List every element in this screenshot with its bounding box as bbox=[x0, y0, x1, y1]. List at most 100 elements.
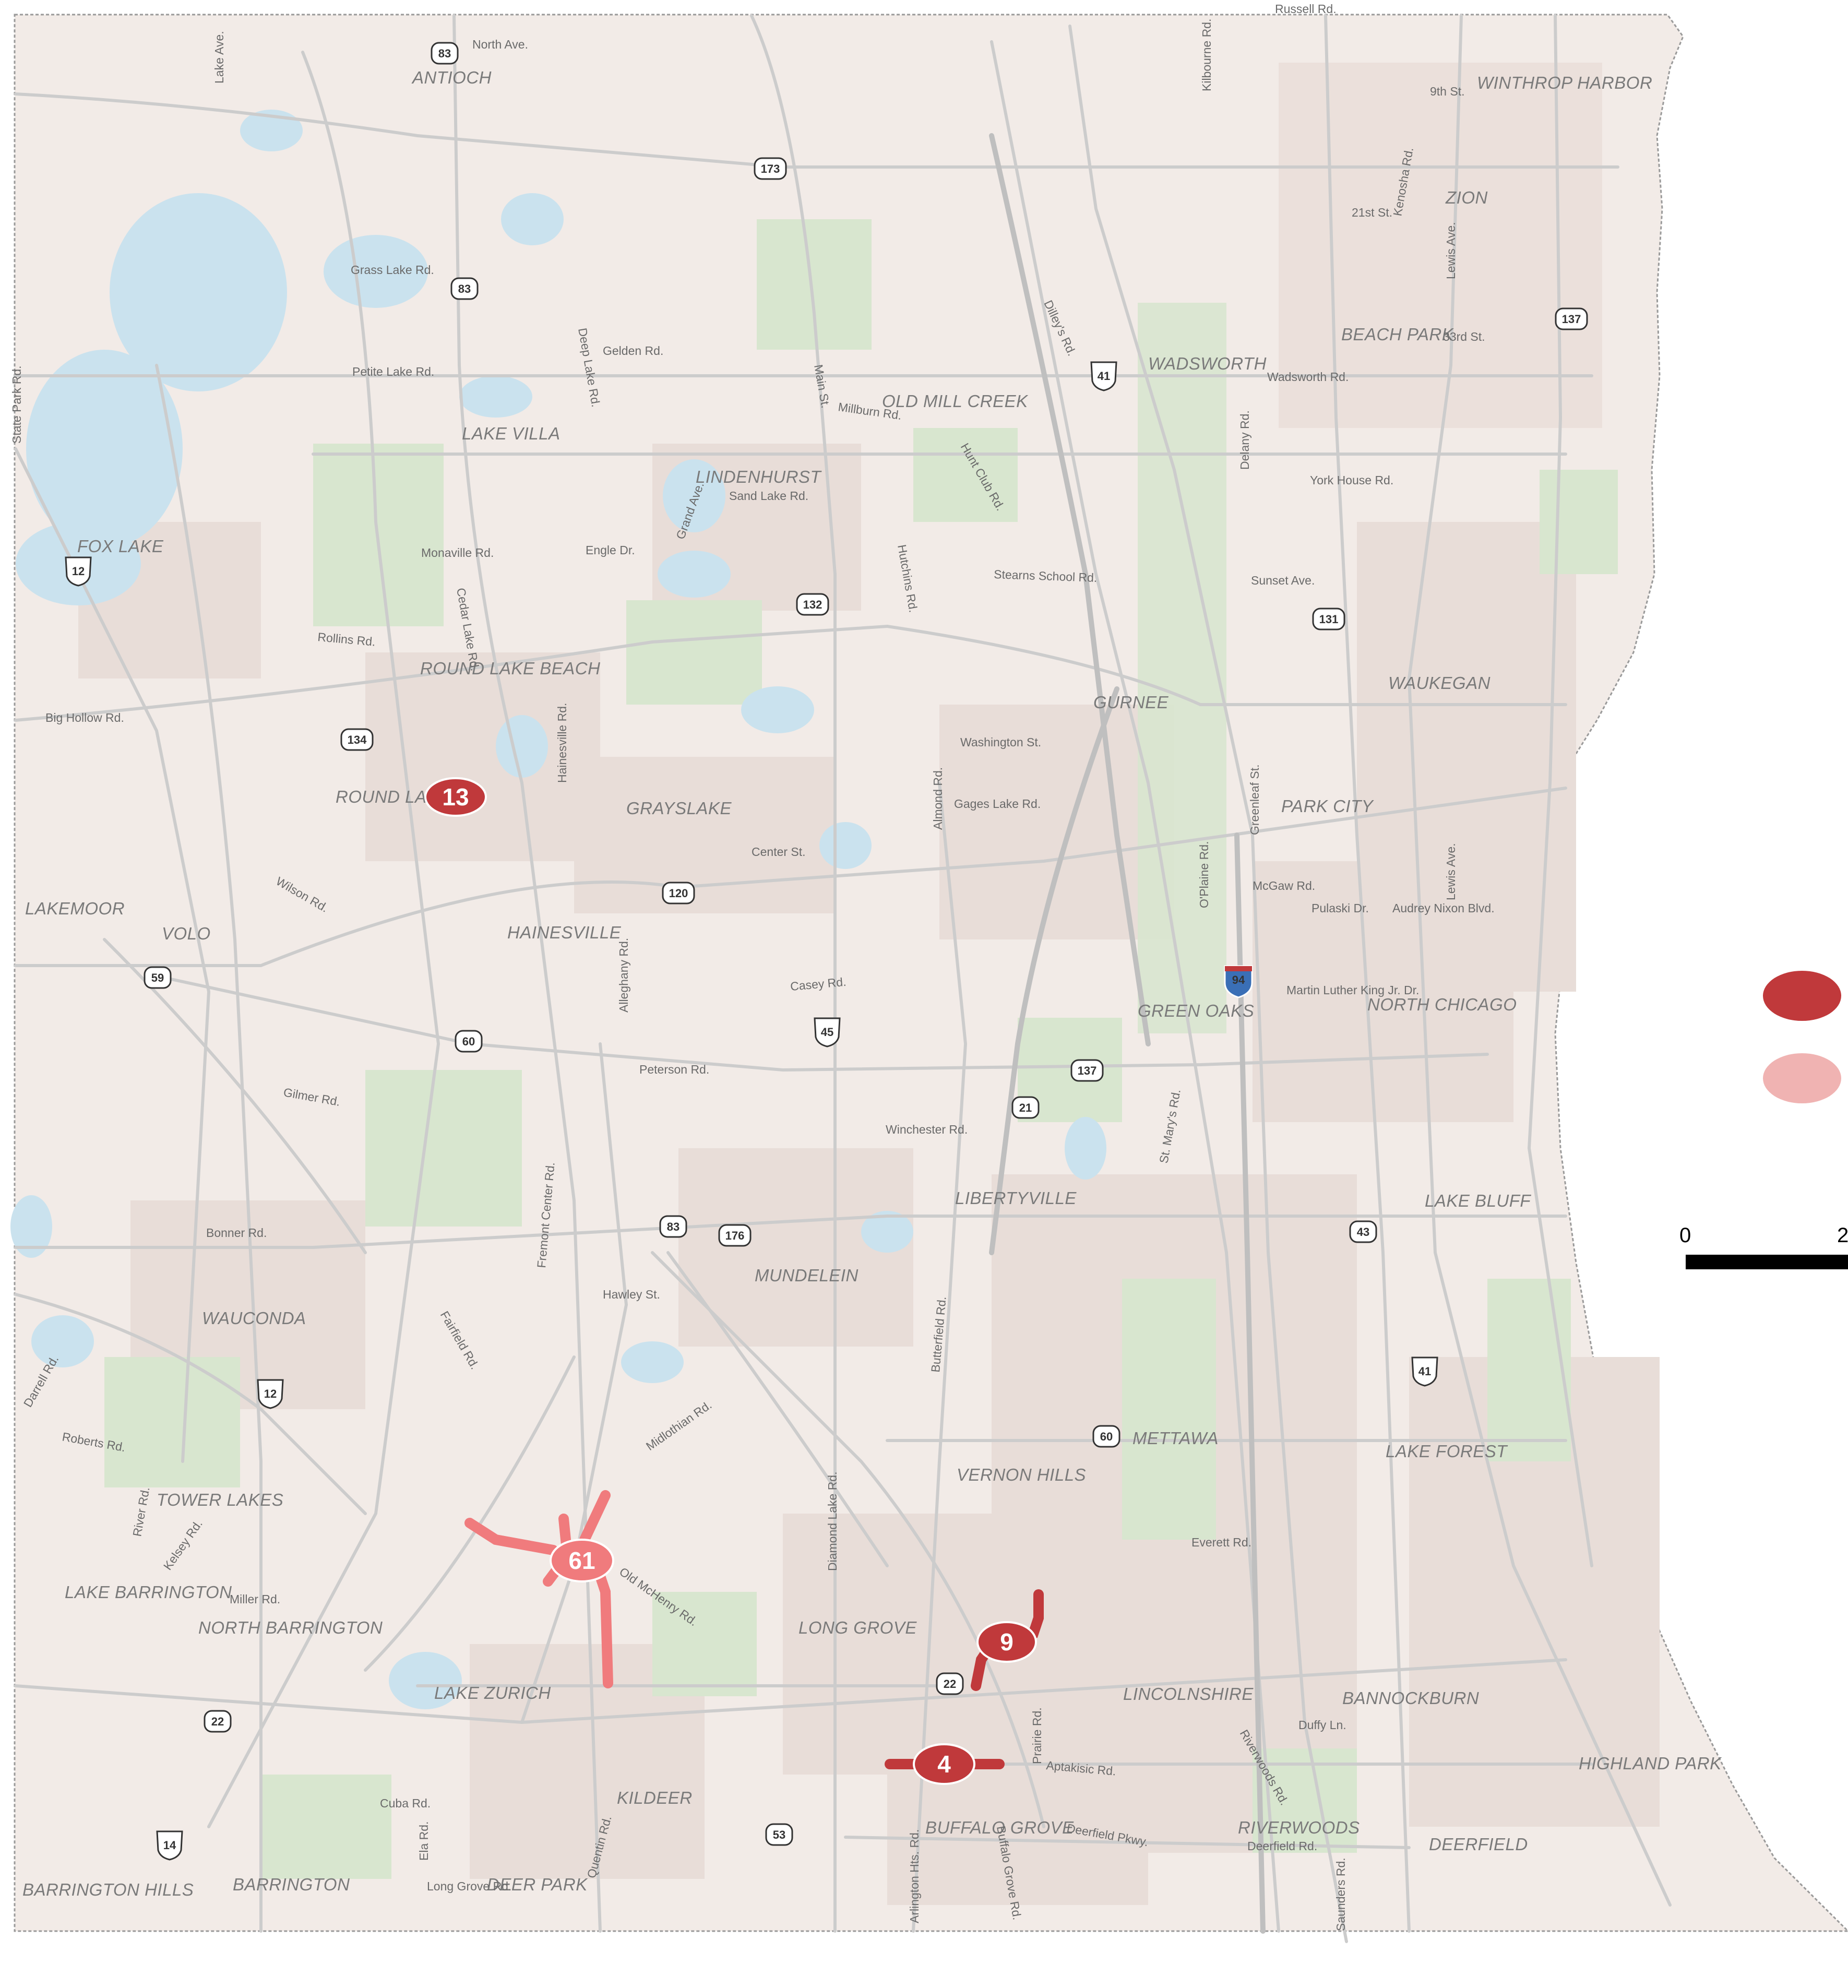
city-grayslake: GRAYSLAKE bbox=[626, 799, 732, 818]
shield-59: 59 bbox=[144, 966, 172, 989]
shield-label: 83 bbox=[458, 282, 471, 295]
segment-61-ne bbox=[579, 1490, 611, 1545]
shield-label: 53 bbox=[773, 1828, 785, 1841]
road-o-plaine-rd: O'Plaine Rd. bbox=[1197, 841, 1211, 908]
shield-label: 12 bbox=[264, 1387, 277, 1400]
road-delany-rd: Delany Rd. bbox=[1238, 410, 1251, 470]
shield-12a: 12 bbox=[65, 556, 92, 587]
marker-13[interactable]: 13 bbox=[424, 777, 487, 817]
shield-label: 173 bbox=[761, 162, 780, 175]
road-mcgaw-rd: McGaw Rd. bbox=[1253, 879, 1315, 892]
city-waukegan: WAUKEGAN bbox=[1388, 673, 1491, 693]
road-state-park-rd: State Park Rd. bbox=[10, 365, 23, 444]
shield-label: 83 bbox=[438, 47, 451, 60]
shield-label: 120 bbox=[669, 887, 688, 900]
road-deerfield-rd: Deerfield Rd. bbox=[1247, 1839, 1317, 1853]
shield-label: 176 bbox=[725, 1229, 745, 1242]
shield-label: 22 bbox=[944, 1677, 956, 1691]
shield-53: 53 bbox=[765, 1823, 793, 1846]
shield-label: 137 bbox=[1562, 313, 1581, 326]
road-network bbox=[14, 14, 1672, 1943]
shield-83b: 83 bbox=[450, 277, 479, 300]
road-winchester-rd: Winchester Rd. bbox=[886, 1123, 968, 1136]
road-big-hollow-rd: Big Hollow Rd. bbox=[45, 711, 124, 724]
road-monaville-rd: Monaville Rd. bbox=[421, 546, 494, 560]
city-long-grove: LONG GROVE bbox=[798, 1618, 917, 1637]
road-everett-rd: Everett Rd. bbox=[1191, 1535, 1251, 1549]
road-diamond-lake-rd: Diamond Lake Rd. bbox=[826, 1472, 839, 1572]
marker-61[interactable]: 61 bbox=[550, 1539, 614, 1582]
city-green-oaks: GREEN OAKS bbox=[1138, 1001, 1254, 1020]
city-barrington-hills: BARRINGTON HILLS bbox=[22, 1880, 194, 1899]
shield-176: 176 bbox=[718, 1224, 752, 1247]
svg-text:61: 61 bbox=[568, 1547, 595, 1574]
shield-label: 21 bbox=[1019, 1101, 1032, 1114]
shield-60a: 60 bbox=[455, 1030, 483, 1053]
road-miller-rd: Miller Rd. bbox=[230, 1592, 280, 1606]
city-riverwoods: RIVERWOODS bbox=[1238, 1818, 1360, 1837]
shield-label: 60 bbox=[1100, 1430, 1113, 1443]
road-arlington-hts-rd: Arlington Hts. Rd. bbox=[908, 1829, 921, 1923]
city-north-chicago: NORTH CHICAGO bbox=[1367, 995, 1517, 1014]
road-cuba-rd: Cuba Rd. bbox=[380, 1796, 431, 1810]
city-round-lake-beach: ROUND LAKE BEACH bbox=[420, 659, 600, 678]
shield-label: 137 bbox=[1078, 1064, 1097, 1077]
segment-61-sw bbox=[543, 1566, 561, 1587]
city-labels: ANTIOCH WINTHROP HARBOR ZION BEACH PARK … bbox=[22, 68, 1722, 1899]
city-wauconda: WAUCONDA bbox=[202, 1308, 306, 1328]
city-bannockburn: BANNOCKBURN bbox=[1342, 1688, 1479, 1708]
shield-132: 132 bbox=[796, 593, 829, 616]
road-9th-st: 9th St. bbox=[1430, 85, 1464, 98]
city-antioch: ANTIOCH bbox=[411, 68, 492, 87]
city-old-mill-creek: OLD MILL CREEK bbox=[882, 391, 1029, 411]
marker-9[interactable]: 9 bbox=[976, 1621, 1037, 1663]
city-mettawa: METTAWA bbox=[1132, 1428, 1219, 1448]
road-33rd-st: 33rd St. bbox=[1443, 330, 1485, 343]
city-lake-forest: LAKE FOREST bbox=[1386, 1442, 1508, 1461]
road-ela-rd: Ela Rd. bbox=[417, 1822, 431, 1861]
shield-label: 41 bbox=[1418, 1365, 1431, 1378]
shield-41a: 41 bbox=[1090, 361, 1117, 391]
scale-label-end: 2 bbox=[1837, 1224, 1848, 1247]
scale-bar-line bbox=[1686, 1255, 1848, 1269]
shield-12b: 12 bbox=[257, 1379, 284, 1409]
road-alleghany-rd: Alleghany Rd. bbox=[617, 938, 630, 1013]
shield-41b: 41 bbox=[1411, 1356, 1438, 1387]
shield-label: 59 bbox=[151, 971, 164, 984]
road-audrey-nixon-blvd: Audrey Nixon Blvd. bbox=[1392, 901, 1495, 915]
shield-43: 43 bbox=[1349, 1220, 1377, 1243]
road-saunders-rd: Saunders Rd. bbox=[1334, 1858, 1348, 1931]
city-wadsworth: WADSWORTH bbox=[1148, 354, 1267, 373]
shield-label: 45 bbox=[821, 1026, 833, 1039]
city-volo: VOLO bbox=[162, 924, 211, 943]
city-lake-barrington: LAKE BARRINGTON bbox=[65, 1582, 232, 1602]
road-gelden-rd: Gelden Rd. bbox=[603, 344, 663, 358]
road-peterson-rd: Peterson Rd. bbox=[639, 1063, 709, 1076]
city-winthrop-harbor: WINTHROP HARBOR bbox=[1477, 73, 1652, 92]
city-highland-park: HIGHLAND PARK bbox=[1579, 1754, 1722, 1773]
city-lake-villa: LAKE VILLA bbox=[462, 424, 560, 443]
shield-21: 21 bbox=[1011, 1096, 1040, 1119]
shield-label: 43 bbox=[1357, 1225, 1369, 1239]
road-pulaski-dr: Pulaski Dr. bbox=[1312, 901, 1369, 915]
road-greenleaf-st: Greenleaf St. bbox=[1248, 764, 1261, 835]
city-deerfield: DEERFIELD bbox=[1429, 1835, 1528, 1854]
city-buffalo-grove: BUFFALO GROVE bbox=[925, 1818, 1074, 1837]
marker-4[interactable]: 4 bbox=[913, 1743, 975, 1785]
city-libertyville: LIBERTYVILLE bbox=[955, 1188, 1077, 1208]
road-wadsworth-rd: Wadsworth Rd. bbox=[1267, 370, 1349, 384]
urban-areas bbox=[78, 63, 1660, 1905]
shield-94: 94 bbox=[1224, 965, 1253, 998]
shield-label: 12 bbox=[72, 565, 85, 578]
shield-label: 131 bbox=[1319, 613, 1339, 626]
shield-label: 83 bbox=[667, 1220, 679, 1233]
road-gages-lake-rd: Gages Lake Rd. bbox=[954, 797, 1041, 811]
road-russell-rd: Russell Rd. bbox=[1275, 2, 1337, 16]
shield-label: 134 bbox=[348, 733, 367, 746]
road-grass-lake-rd: Grass Lake Rd. bbox=[351, 263, 434, 277]
road-hainesville-rd: Hainesville Rd. bbox=[555, 703, 569, 783]
road-sunset-ave: Sunset Ave. bbox=[1251, 574, 1315, 587]
scale-bar: 0 2 bbox=[1679, 1224, 1848, 1269]
